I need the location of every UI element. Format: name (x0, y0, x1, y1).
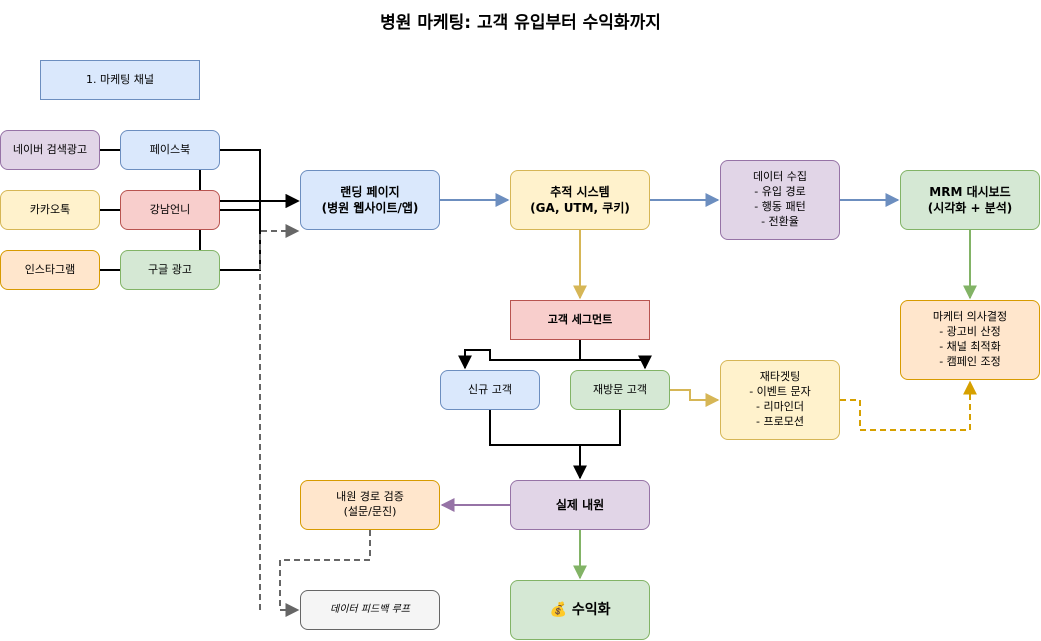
section-channels-label: 1. 마케팅 채널 (40, 60, 200, 100)
edge-new-visit (489, 410, 587, 480)
node-facebook[interactable]: 페이스북 (120, 130, 220, 170)
node-returning-customer[interactable]: 재방문 고객 (570, 370, 670, 410)
node-instagram[interactable]: 인스타그램 (0, 250, 100, 290)
node-mrm-dashboard[interactable]: MRM 대시보드 (시각화 + 분석) (900, 170, 1040, 230)
edge-segment-returning (580, 355, 652, 370)
node-customer-segment[interactable]: 고객 세그먼트 (510, 300, 650, 340)
node-data-collection[interactable]: 데이터 수집 - 유입 경로 - 행동 패턴 - 전환율 (720, 160, 840, 240)
edge-verify-feedback (279, 530, 371, 617)
node-naver-ads[interactable]: 네이버 검색광고 (0, 130, 100, 170)
edge-feedback-landing (259, 224, 300, 610)
node-feedback-loop[interactable]: 데이터 피드백 루프 (300, 590, 440, 630)
edge-facebook-landing (220, 149, 300, 208)
node-retargeting[interactable]: 재타겟팅 - 이벤트 문자 - 리마인더 - 프로모션 (720, 360, 840, 440)
node-route-verification[interactable]: 내원 경로 검증 (설문/문진) (300, 480, 440, 530)
diagram-title: 병원 마케팅: 고객 유입부터 수익화까지 (380, 13, 661, 33)
edge-returning-visit (580, 410, 621, 446)
node-landing-page[interactable]: 랜딩 페이지 (병원 웹사이트/앱) (300, 170, 440, 230)
node-new-customer[interactable]: 신규 고객 (440, 370, 540, 410)
edge-returning-retarget (670, 389, 720, 407)
node-tracking-system[interactable]: 추적 시스템 (GA, UTM, 쿠키) (510, 170, 650, 230)
node-actual-visit[interactable]: 실제 내원 (510, 480, 650, 530)
edge-segment-new (458, 340, 581, 370)
node-google-ads[interactable]: 구글 광고 (120, 250, 220, 290)
node-marketer-decision[interactable]: 마케터 의사결정 - 광고비 산정 - 채널 최적화 - 캠페인 조정 (900, 300, 1040, 380)
edge-retarget-decision (840, 380, 977, 431)
node-kakao[interactable]: 카카오톡 (0, 190, 100, 230)
node-revenue[interactable]: 💰 수익화 (510, 580, 650, 640)
node-gangnam[interactable]: 강남언니 (120, 190, 220, 230)
